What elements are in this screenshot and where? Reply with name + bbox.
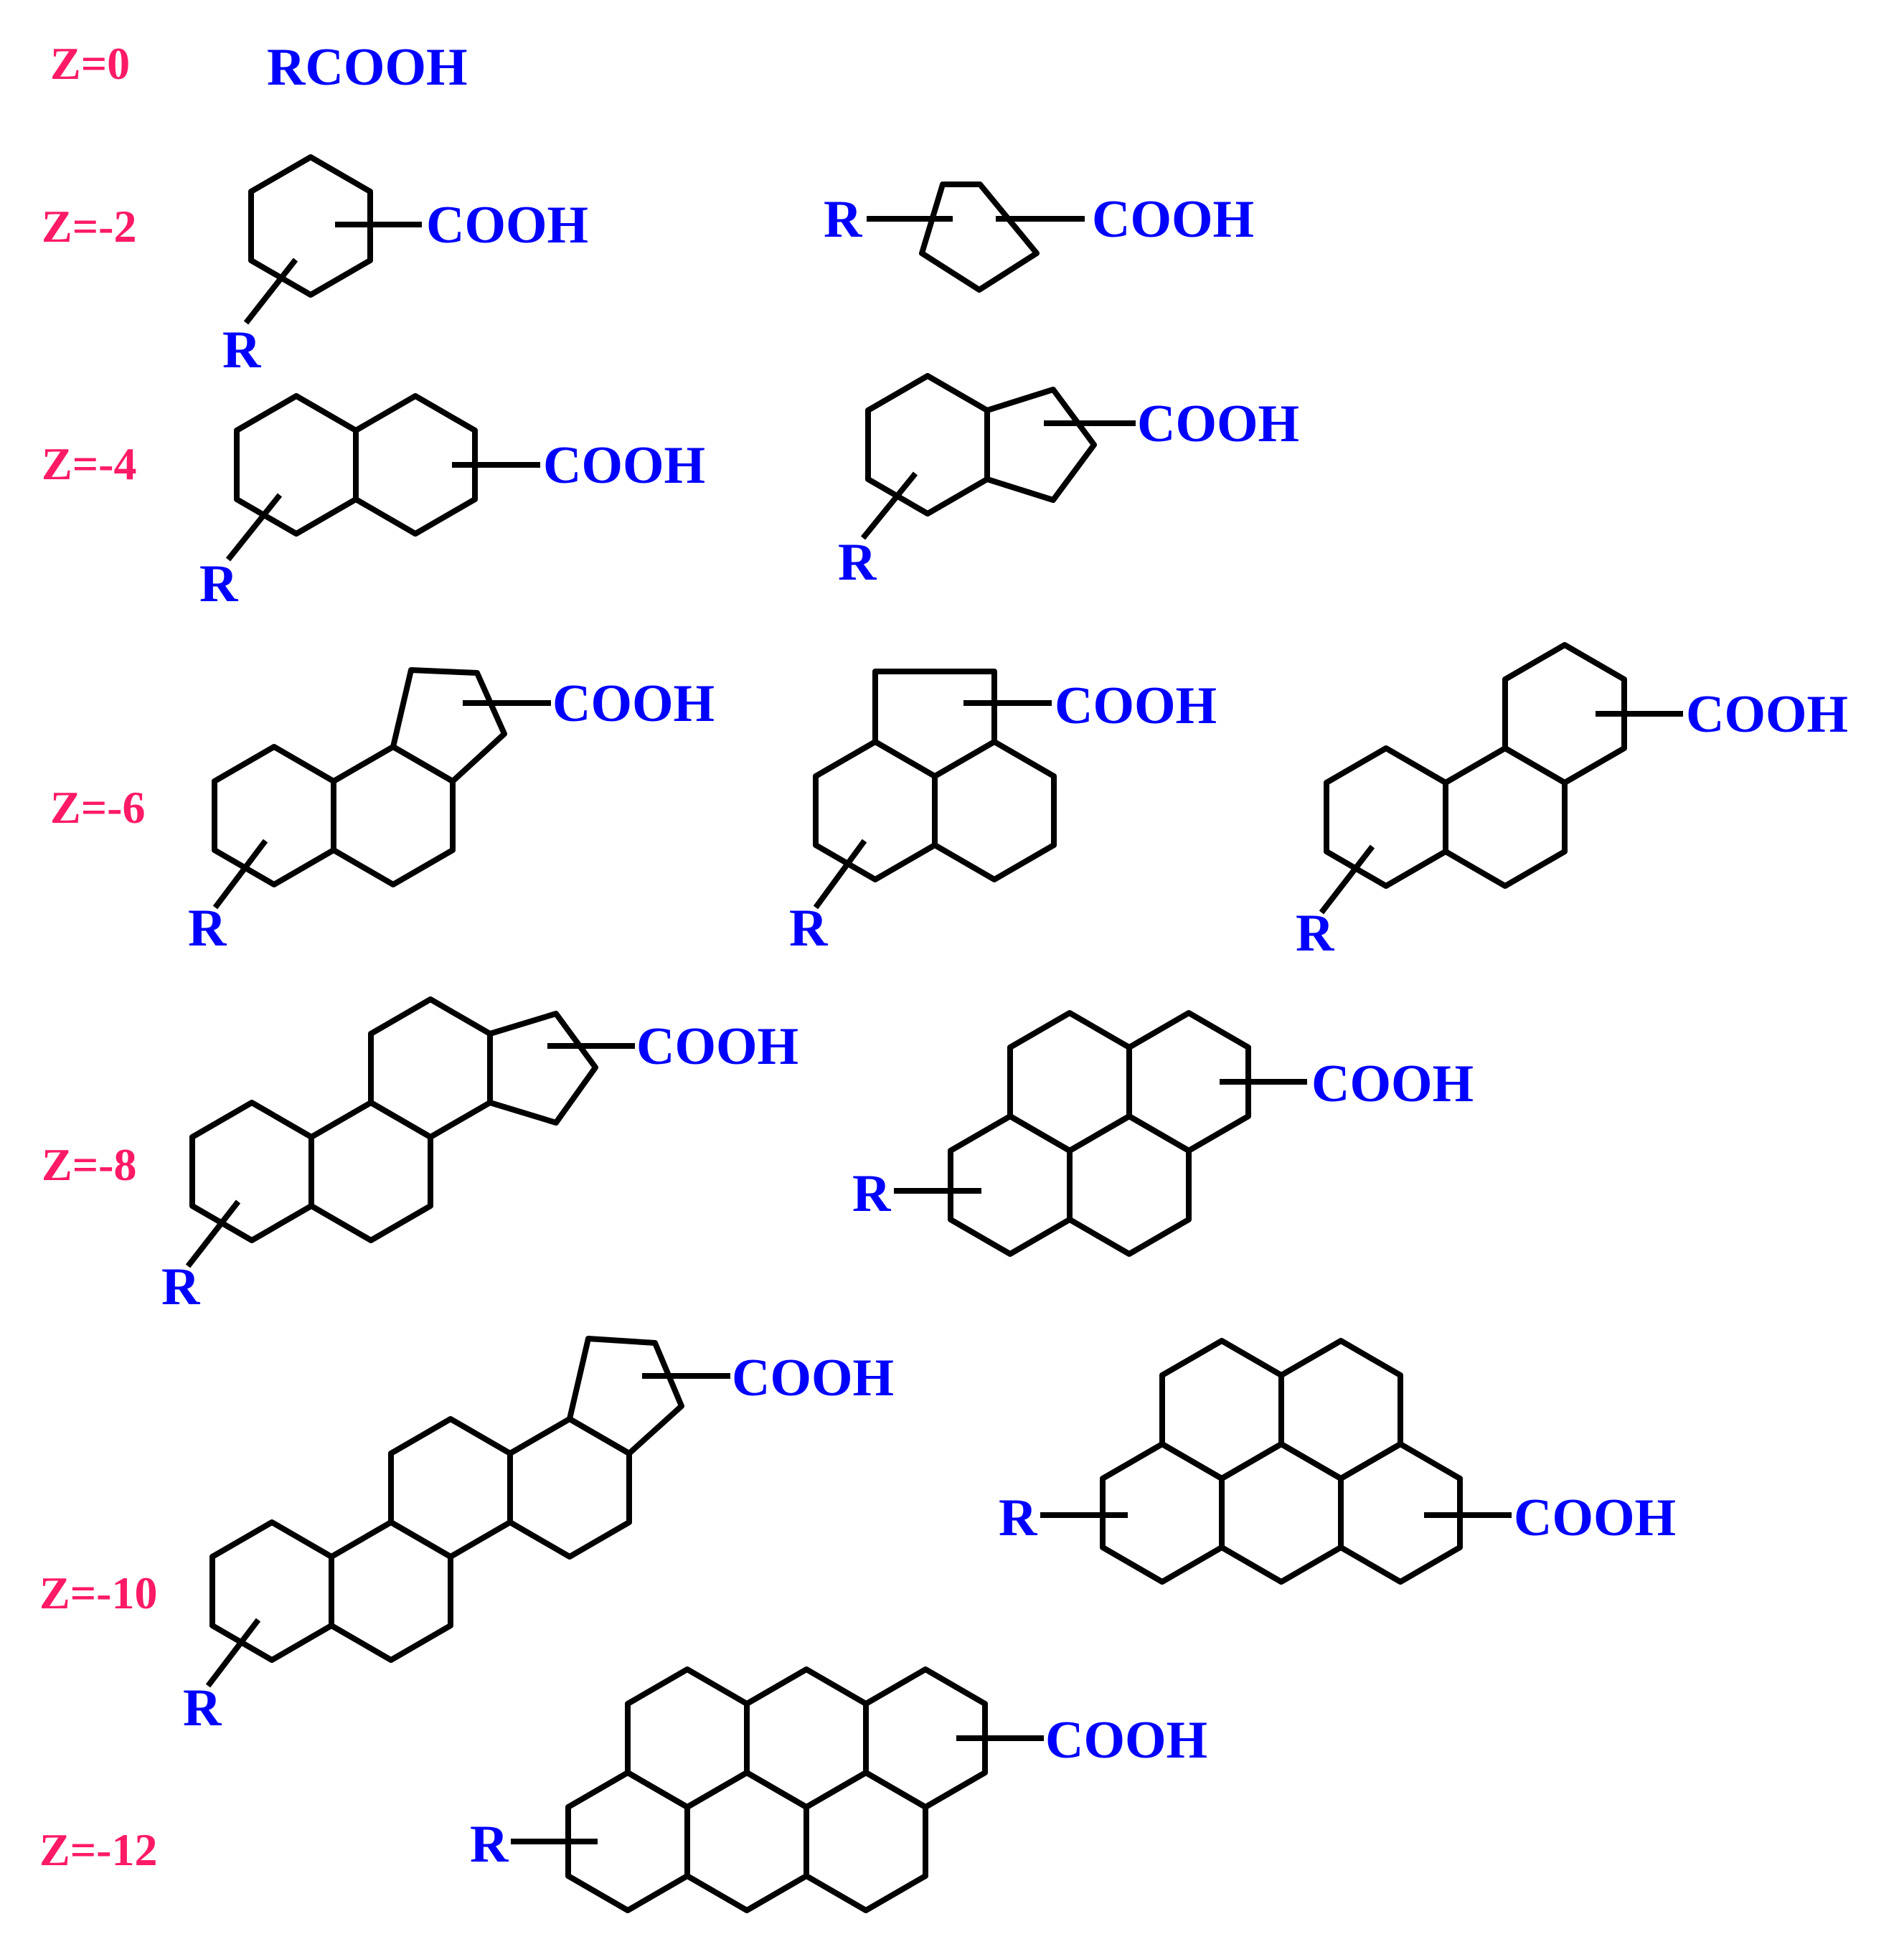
label-r: R: [199, 555, 239, 613]
label-cooh: COOH: [426, 196, 588, 255]
bond-r: [212, 839, 268, 910]
ring-pentagon: [487, 1011, 598, 1126]
bond-r: [860, 471, 918, 540]
structure-bicyclic-66-acid: COOH R: [199, 393, 705, 613]
ring-hexagon-top-right: [1278, 1338, 1403, 1481]
ring-hexagon-1: [1007, 1010, 1132, 1154]
z-label-minus-12: Z=-12: [39, 1824, 157, 1875]
bond-r: [1319, 844, 1375, 915]
ring-hexagon-3: [388, 1416, 513, 1560]
ring-hexagon-3: [948, 1113, 1073, 1257]
label-r: R: [222, 321, 262, 379]
ring-hexagon-4: [507, 1416, 632, 1560]
structure-pentacyclic-cluster-acid: R COOH: [999, 1338, 1676, 1585]
ring-hexagon-left: [212, 744, 336, 887]
bond-r: [205, 1618, 261, 1688]
z-label-0: Z=0: [50, 38, 130, 89]
label-cooh: COOH: [552, 674, 715, 733]
z-label-minus-2: Z=-2: [42, 201, 136, 252]
ring-hexagon-right: [331, 744, 456, 887]
z-label-minus-4: Z=-4: [42, 438, 136, 489]
label-cooh: COOH: [1045, 1711, 1207, 1770]
structure-tricyclic-665-acid: COOH R: [188, 667, 715, 958]
ring-hexagon-top-1: [625, 1666, 750, 1810]
structure-bicyclic-65-acid: COOH R: [838, 373, 1299, 592]
structure-pentacyclic-66665-acid: COOH R: [183, 1336, 894, 1737]
label-cooh: COOH: [1055, 676, 1217, 735]
ring-hexagon-bottom-3: [803, 1770, 928, 1913]
ring-hexagon-1: [209, 1519, 334, 1663]
label-r: R: [838, 533, 877, 592]
ring-hexagon-bottom-middle: [1219, 1441, 1344, 1585]
formula-rcooh: RCOOH: [267, 38, 468, 97]
label-r: R: [1296, 904, 1335, 963]
label-cooh: COOH: [636, 1017, 798, 1076]
label-cooh: COOH: [1137, 395, 1299, 453]
ring-bridge: [872, 669, 997, 742]
ring-hexagon-4: [1067, 1113, 1192, 1257]
label-cooh: COOH: [1311, 1055, 1474, 1113]
ring-hexagon-2: [329, 1519, 453, 1663]
ring-hexagon-bottom-right: [1338, 1441, 1463, 1585]
ring-pentagon: [984, 387, 1097, 503]
ring-pentagon: [919, 181, 1040, 293]
ring-hexagon: [248, 154, 373, 298]
label-r: R: [852, 1164, 892, 1223]
ring-hexagon-top: [1502, 642, 1627, 786]
label-r: R: [470, 1815, 509, 1874]
structure-cyclopentane-acid: R COOH: [824, 181, 1254, 293]
ring-hexagon-bottom-2: [684, 1770, 809, 1913]
ring-pentagon: [567, 1336, 684, 1456]
structure-tricyclic-666-acid: COOH R: [1296, 642, 1848, 963]
ring-hexagon-2: [308, 1100, 433, 1243]
ring-hexagon-1: [189, 1100, 314, 1243]
structure-cyclohexane-acid: COOH R: [222, 154, 588, 379]
label-r: R: [161, 1258, 201, 1316]
label-cooh: COOH: [1514, 1489, 1676, 1547]
bond-r: [185, 1199, 241, 1268]
ring-hexagon-left: [234, 393, 359, 537]
structure-tetracyclic-pyrene-acid: COOH R: [852, 1010, 1474, 1257]
structure-tricyclic-bridged-acid: COOH R: [789, 669, 1217, 958]
bond-r: [243, 258, 298, 325]
ring-pentagon: [390, 667, 507, 784]
label-cooh: COOH: [732, 1349, 894, 1407]
ring-hexagon-middle: [1443, 745, 1568, 889]
ring-hexagon-top-left: [1159, 1338, 1284, 1481]
ring-hexagon-right: [932, 739, 1057, 882]
ring-hexagon-left: [813, 739, 938, 882]
ring-hexagon-left: [1324, 745, 1448, 889]
ring-hexagon: [865, 373, 990, 517]
label-r: R: [999, 1489, 1038, 1547]
ring-hexagon-top-2: [744, 1666, 869, 1810]
structure-tetracyclic-6665-acid: COOH R: [161, 996, 798, 1316]
structure-hexacyclic-cluster-acid: COOH R: [470, 1666, 1207, 1913]
z-label-minus-10: Z=-10: [39, 1567, 157, 1618]
label-r: R: [183, 1679, 222, 1737]
bond-r: [225, 493, 283, 562]
ring-hexagon-right: [353, 393, 478, 537]
bond-r: [813, 839, 867, 910]
label-r: R: [188, 899, 227, 958]
label-cooh: COOH: [1686, 685, 1848, 744]
z-label-minus-8: Z=-8: [42, 1139, 136, 1190]
ring-hexagon-3: [368, 996, 493, 1140]
z-label-minus-6: Z=-6: [50, 782, 145, 833]
label-r: R: [824, 190, 863, 249]
label-cooh: COOH: [1092, 190, 1254, 249]
label-cooh: COOH: [543, 436, 705, 495]
label-r: R: [789, 899, 829, 958]
